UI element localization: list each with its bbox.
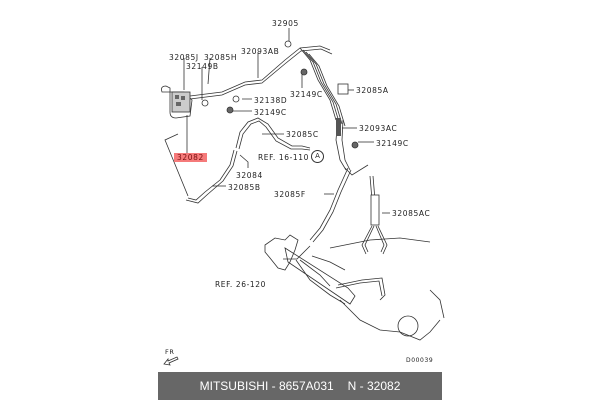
callout-32085a[interactable]: 32085A: [356, 86, 389, 95]
callout-32085h[interactable]: 32085H: [204, 53, 238, 62]
callout-32085b[interactable]: 32085B: [228, 183, 261, 192]
drawing-code: D00039: [406, 357, 434, 364]
footer-part-number: N - 32082: [347, 379, 401, 393]
callout-32149c-1[interactable]: 32149C: [290, 90, 323, 99]
callout-32093ac[interactable]: 32093AC: [359, 124, 398, 133]
highlighted-part-32082[interactable]: 32082: [174, 153, 207, 162]
callout-32905[interactable]: 32905: [272, 19, 299, 28]
footer-brand: MITSUBISHI - 8657A031: [199, 379, 334, 393]
circle-marker-a: A: [311, 150, 324, 163]
callout-32149b[interactable]: 32149B: [186, 62, 219, 71]
callout-32085j[interactable]: 32085J: [169, 53, 199, 62]
callout-32085f[interactable]: 32085F: [274, 190, 306, 199]
callout-32149c-2[interactable]: 32149C: [254, 108, 287, 117]
callout-32149c-3[interactable]: 32149C: [376, 139, 409, 148]
footer-bar: MITSUBISHI - 8657A031 N - 32082: [158, 372, 442, 400]
callout-32093ab[interactable]: 32093AB: [241, 47, 280, 56]
direction-label: FR: [165, 348, 175, 356]
callout-32084[interactable]: 32084: [236, 171, 263, 180]
callout-32138d[interactable]: 32138D: [254, 96, 288, 105]
callout-32085c[interactable]: 32085C: [286, 130, 319, 139]
ref-16-110[interactable]: REF. 16-110: [258, 153, 309, 162]
ref-26-120[interactable]: REF. 26-120: [215, 280, 266, 289]
callout-32085ac[interactable]: 32085AC: [392, 209, 431, 218]
front-arrow-icon: [163, 356, 179, 366]
module-block-icon: [161, 85, 193, 119]
